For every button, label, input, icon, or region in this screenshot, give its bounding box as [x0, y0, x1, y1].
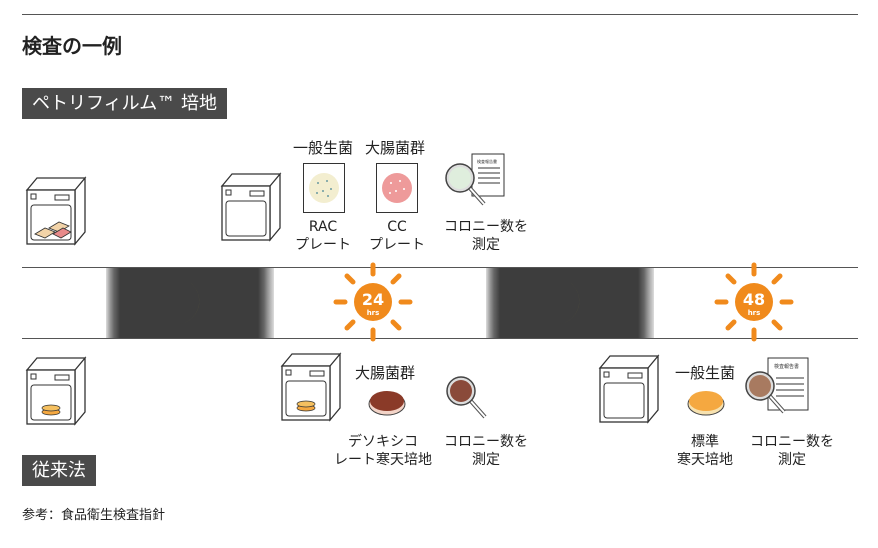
- cc-label: CC プレート: [369, 218, 425, 254]
- desoxycholate-dish-icon: [368, 391, 406, 416]
- general-heading: 一般生菌: [674, 364, 736, 382]
- magnifier-icon: [445, 375, 487, 419]
- sun-48-icon: 48 hrs: [714, 262, 794, 342]
- standard-agar-label: 標準寒天培地: [677, 433, 733, 469]
- sun-48-unit: hrs: [748, 309, 761, 317]
- count-label-2: 測定: [778, 452, 806, 468]
- standard-agar-label-2: 寒天培地: [677, 452, 733, 468]
- moon-icon: [166, 280, 200, 325]
- footer-reference: 参考：食品衛生検査指針: [22, 508, 166, 523]
- rac-label-1: RAC: [308, 219, 338, 235]
- coliform-heading: 大腸菌群: [354, 364, 416, 382]
- desoxycholate-label-1: デソキシコ: [348, 434, 418, 450]
- incubator-with-dishes-icon: [26, 357, 86, 425]
- top-rule: [22, 14, 858, 15]
- magnifier-report-icon: 検査報告書: [744, 357, 809, 414]
- night-band-1: [106, 268, 274, 338]
- cc-label-1: CC: [387, 219, 407, 235]
- conventional-label: 従来法: [22, 455, 96, 486]
- incubator-with-plates-icon: [26, 177, 86, 245]
- desoxycholate-label-2: レート寒天培地: [334, 452, 432, 468]
- cc-heading: 大腸菌群: [364, 139, 426, 157]
- report-title: 検査報告書: [477, 158, 497, 164]
- count-label-1: コロニー数を: [750, 434, 834, 450]
- count-label-1: コロニー数を: [444, 219, 528, 235]
- night-band-2: [486, 268, 654, 338]
- rac-plate-icon: [303, 163, 345, 213]
- count-label: コロニー数を測定: [444, 433, 528, 469]
- count-label-2: 測定: [472, 452, 500, 468]
- cc-label-2: プレート: [369, 237, 425, 253]
- standard-agar-label-1: 標準: [691, 434, 719, 450]
- count-label: コロニー数を測定: [444, 218, 528, 254]
- sun-24-unit: hrs: [367, 309, 380, 317]
- incubator-icon: [599, 355, 659, 423]
- count-label-2: 測定: [472, 237, 500, 253]
- incubator-icon: [221, 173, 281, 241]
- sun-24-value: 24: [362, 290, 384, 309]
- sun-48-value: 48: [743, 290, 765, 309]
- band-bottom-line: [22, 338, 858, 339]
- rac-heading: 一般生菌: [292, 139, 354, 157]
- band-top-line: [22, 267, 858, 268]
- incubator-with-dishes-icon: [281, 353, 341, 421]
- rac-label-2: プレート: [295, 237, 351, 253]
- cc-plate-icon: [376, 163, 418, 213]
- page-title: 検査の一例: [22, 34, 122, 58]
- petrifilm-label: ペトリフィルム™ 培地: [22, 88, 228, 119]
- rac-label: RAC プレート: [295, 218, 351, 254]
- sun-24-icon: 24 hrs: [333, 262, 413, 342]
- desoxycholate-label: デソキシコレート寒天培地: [334, 433, 432, 469]
- standard-agar-dish-icon: [687, 391, 725, 416]
- count-label: コロニー数を測定: [750, 433, 834, 469]
- report-title: 検査報告書: [774, 363, 799, 370]
- moon-icon: [546, 280, 580, 325]
- magnifier-report-icon: 検査報告書: [444, 153, 505, 206]
- count-label-1: コロニー数を: [444, 434, 528, 450]
